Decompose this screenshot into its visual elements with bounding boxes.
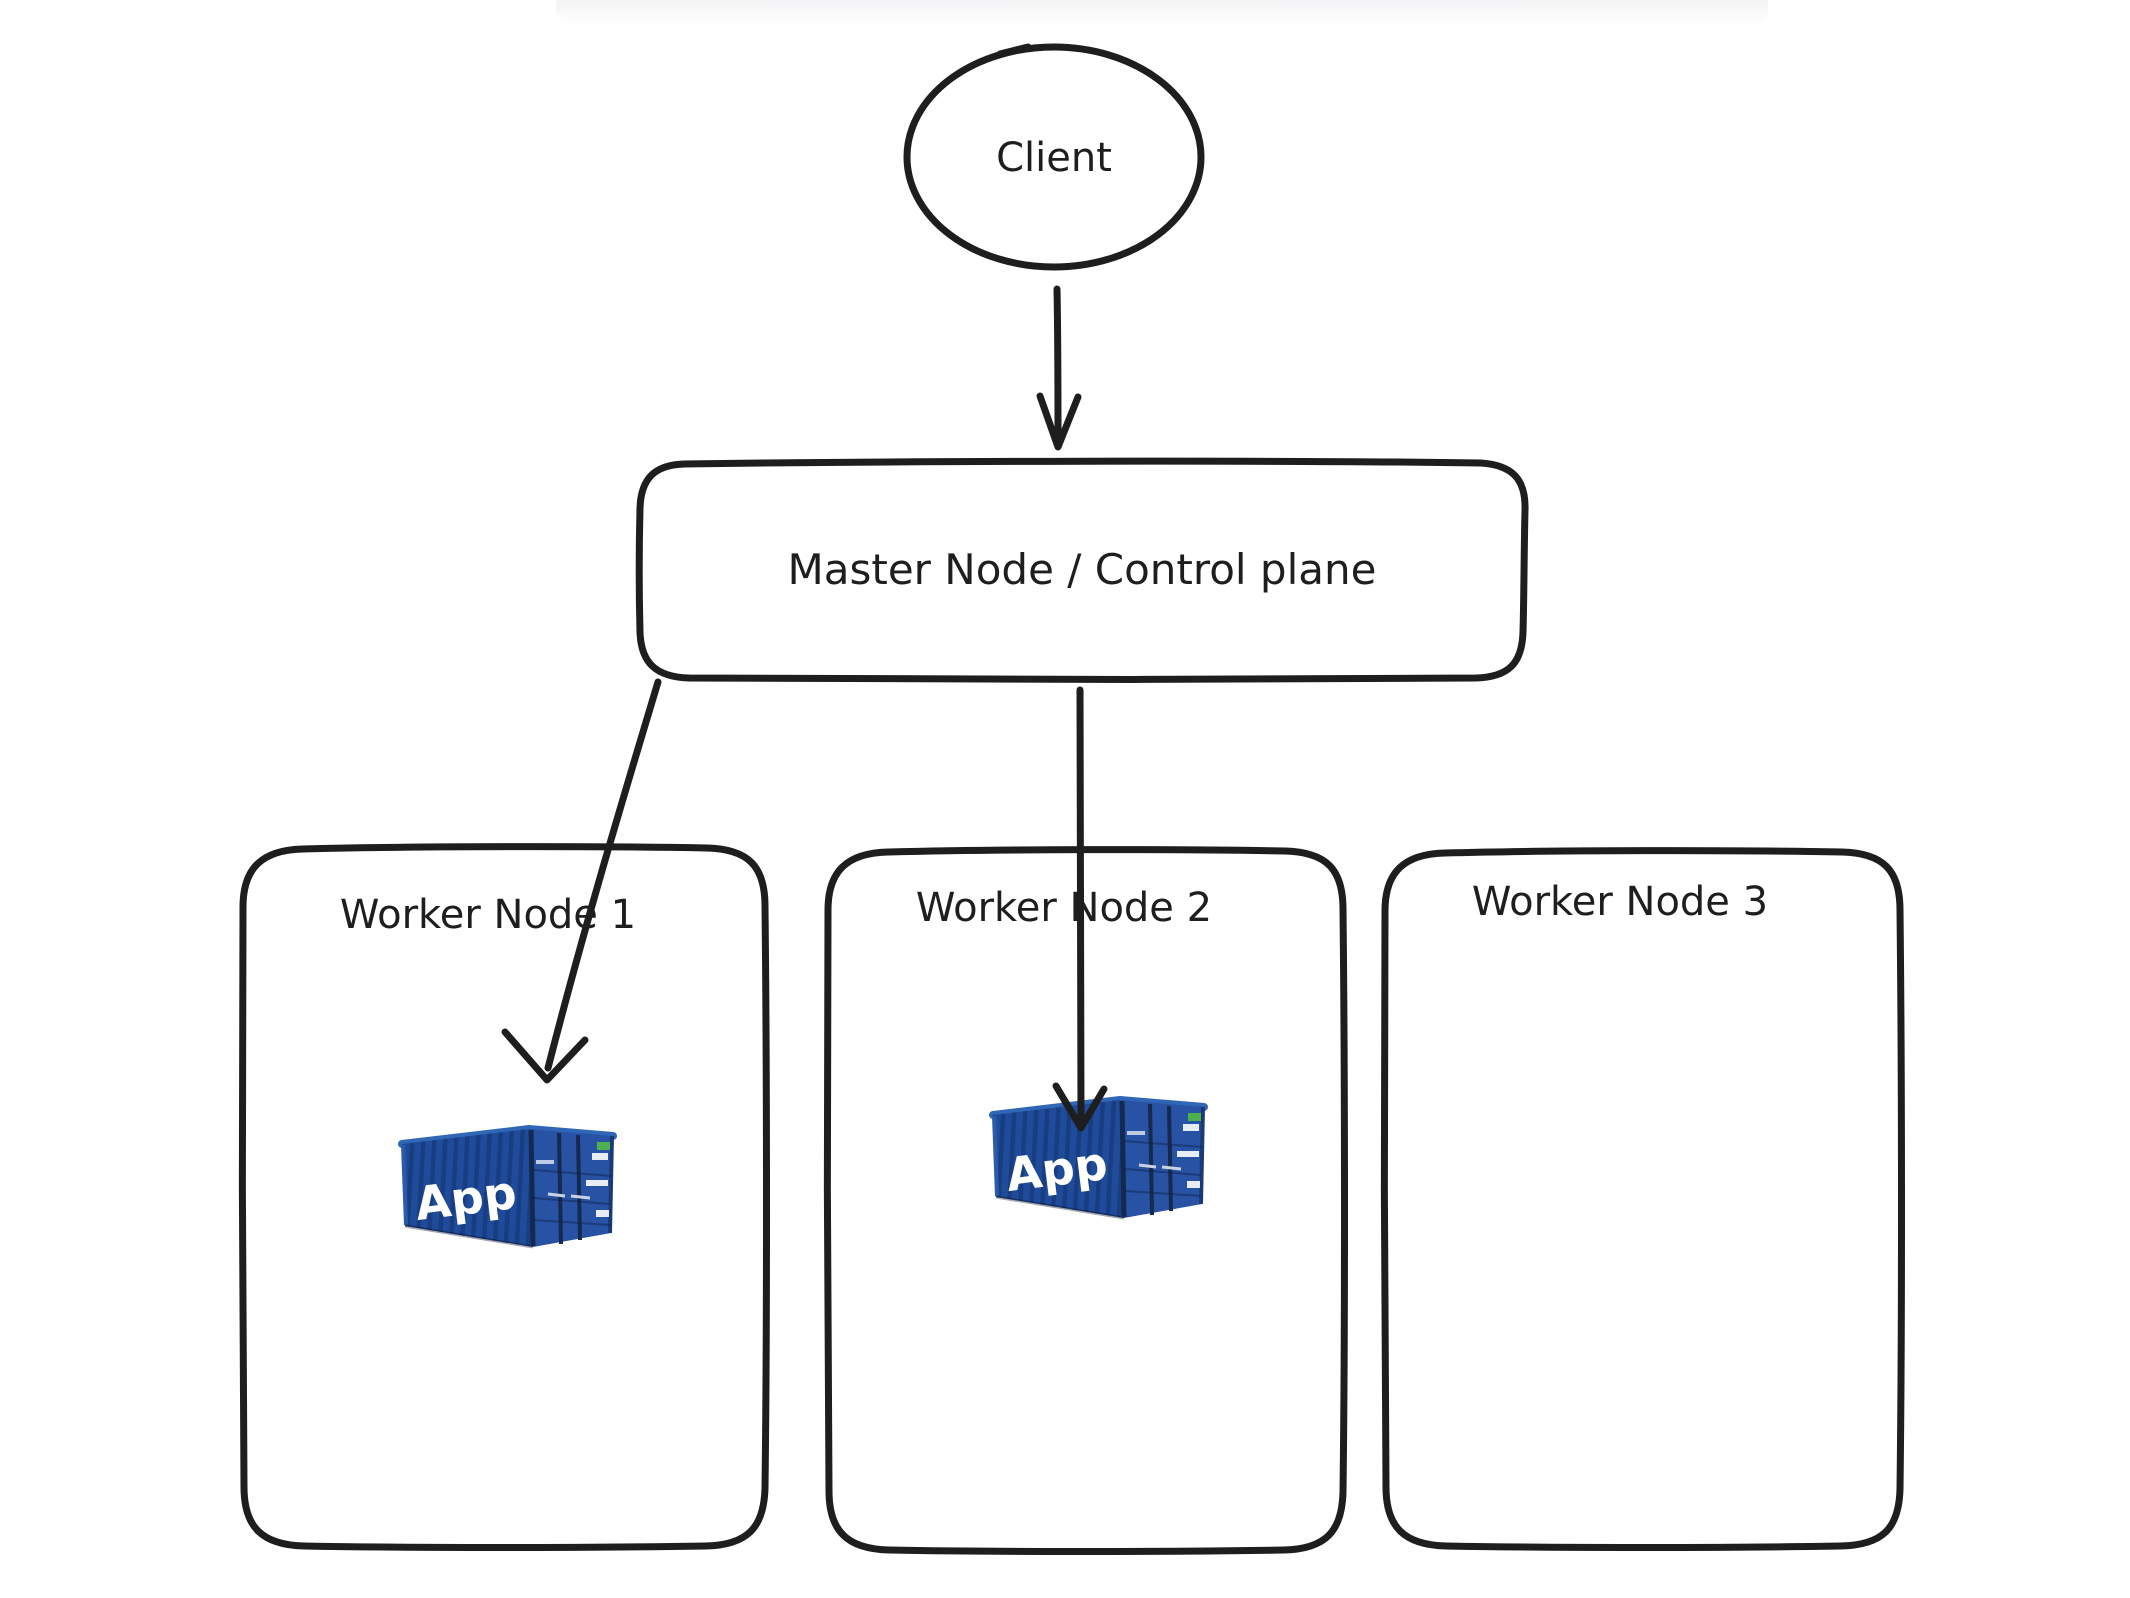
client-ellipse-sketch-overlap	[996, 43, 1032, 58]
worker-node-3-label: Worker Node 3	[1472, 879, 1768, 925]
arrow-shaft	[1076, 686, 1085, 1124]
master-node-box	[635, 457, 1529, 683]
app-container-2-label: App	[1003, 1136, 1110, 1202]
worker-node-3[interactable]: Worker Node 3	[1380, 847, 1905, 1551]
worker-node-2-box	[823, 846, 1348, 1555]
arrowhead-icon	[1052, 1082, 1108, 1132]
arrow-master-to-worker-2[interactable]	[1052, 686, 1108, 1132]
client-label: Client	[996, 135, 1112, 181]
worker-node-3-box	[1380, 847, 1905, 1551]
arrow-client-to-master[interactable]	[1036, 285, 1082, 451]
app-container-worker-1[interactable]: App	[402, 1129, 613, 1247]
worker-node-2[interactable]: Worker Node 2	[823, 846, 1348, 1555]
worker-node-2-label: Worker Node 2	[916, 885, 1212, 931]
arrow-master-to-worker-1[interactable]	[501, 678, 662, 1084]
arrow-shaft	[544, 678, 662, 1072]
app-container-worker-2[interactable]: App	[993, 1100, 1204, 1218]
master-node[interactable]: Master Node / Control plane	[635, 457, 1529, 683]
arrow-shaft	[1053, 285, 1062, 444]
client-node[interactable]: Client	[903, 43, 1205, 271]
arrowhead-icon	[1036, 392, 1082, 451]
app-container-1-label: App	[412, 1165, 519, 1231]
client-ellipse	[903, 43, 1205, 271]
arrowhead-icon	[501, 1028, 589, 1084]
top-edge-shadow	[556, 0, 1768, 26]
master-node-label: Master Node / Control plane	[788, 545, 1377, 594]
worker-node-1-box	[238, 843, 770, 1551]
